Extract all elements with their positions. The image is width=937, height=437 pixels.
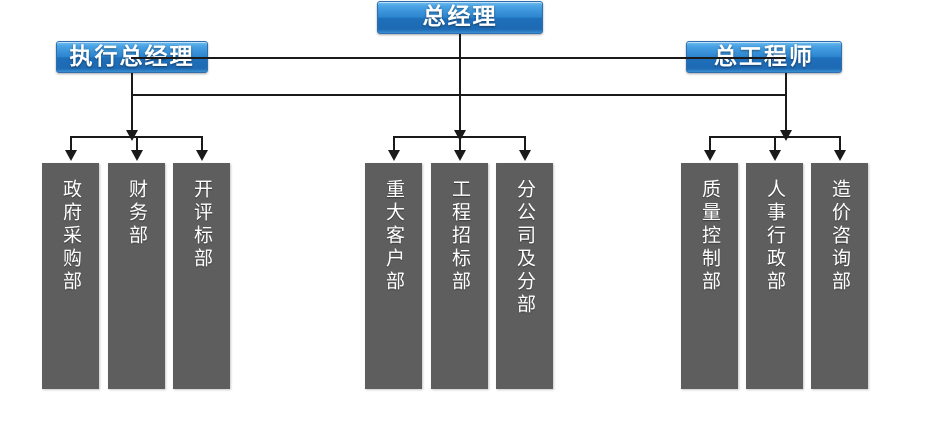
arrow-middle-child-3 [519, 150, 531, 161]
exec-box-general-manager[interactable]: 总经理 [377, 1, 543, 34]
arrow-left-branch [126, 130, 138, 141]
dept-label-finance: 财务部 [125, 179, 148, 248]
dept-label-cost-consulting: 造价咨询部 [828, 179, 851, 294]
exec-label-executive-general-manager: 执行总经理 [69, 43, 195, 70]
dept-label-major-clients: 重大客户部 [382, 179, 405, 294]
arrow-middle-branch [454, 130, 466, 141]
dept-box-project-bidding[interactable]: 工程招标部 [431, 163, 488, 389]
dept-box-hr-admin[interactable]: 人事行政部 [746, 163, 803, 389]
connector-right-child-3 [839, 136, 841, 152]
dept-label-hr-admin: 人事行政部 [763, 179, 786, 294]
connector-left-child-3 [201, 136, 203, 152]
dept-label-gov-procurement: 政府采购部 [59, 179, 82, 294]
connector-middle-child-1 [393, 136, 395, 152]
dept-label-bid-evaluation: 开评标部 [190, 179, 213, 271]
connector-gm-trunk [459, 34, 461, 137]
dept-box-finance[interactable]: 财务部 [108, 163, 165, 389]
connector-peer-rail [131, 57, 786, 59]
dept-box-branch-companies[interactable]: 分公司及分部 [496, 163, 553, 389]
arrow-left-child-3 [196, 150, 208, 161]
connector-left-branch [131, 73, 133, 135]
dept-box-bid-evaluation[interactable]: 开评标部 [173, 163, 230, 389]
dept-box-cost-consulting[interactable]: 造价咨询部 [811, 163, 868, 389]
exec-label-chief-engineer: 总工程师 [714, 43, 814, 70]
dept-label-quality-control: 质量控制部 [698, 179, 721, 294]
arrow-left-child-2 [131, 150, 143, 161]
connector-main-rail [131, 94, 787, 96]
arrow-left-child-1 [65, 150, 77, 161]
dept-label-branch-companies: 分公司及分部 [513, 179, 536, 317]
arrow-right-branch [780, 130, 792, 141]
connector-right-child-1 [709, 136, 711, 152]
dept-box-major-clients[interactable]: 重大客户部 [365, 163, 422, 389]
connector-left-child-2 [136, 136, 138, 152]
arrow-right-child-3 [834, 150, 846, 161]
arrow-middle-child-2 [454, 150, 466, 161]
connector-right-branch [785, 73, 787, 135]
connector-right-child-2 [774, 136, 776, 152]
dept-label-project-bidding: 工程招标部 [448, 179, 471, 294]
dept-box-gov-procurement[interactable]: 政府采购部 [42, 163, 99, 389]
arrow-middle-child-1 [388, 150, 400, 161]
dept-box-quality-control[interactable]: 质量控制部 [681, 163, 738, 389]
arrow-right-child-1 [704, 150, 716, 161]
exec-label-general-manager: 总经理 [422, 4, 498, 30]
connector-middle-child-3 [524, 136, 526, 152]
arrow-right-child-2 [769, 150, 781, 161]
connector-left-child-1 [70, 136, 72, 152]
connector-middle-child-2 [459, 136, 461, 152]
